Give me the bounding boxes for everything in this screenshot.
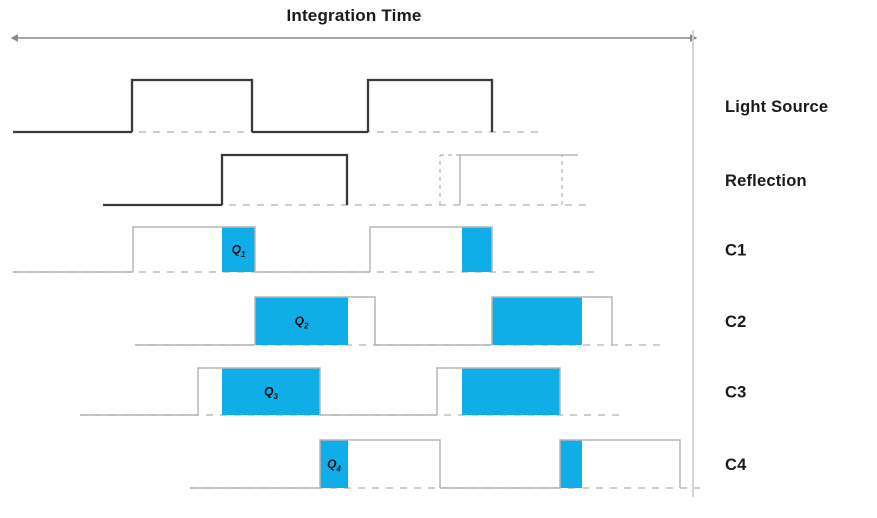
waveform-reflection — [103, 153, 588, 207]
charge-subscript: 4 — [335, 465, 341, 474]
row-label-c1: C1 — [725, 242, 747, 260]
pulse-c4-1 — [559, 439, 681, 488]
waveform-c2: Q2 — [135, 296, 660, 346]
integration-time-axis: Integration Time — [10, 6, 698, 42]
pulse-c1-1 — [369, 226, 493, 272]
row-label-c2: C2 — [725, 313, 747, 331]
charge-bin-c2-0 — [255, 297, 348, 345]
pulse-c2-0 — [254, 296, 376, 345]
pulse-light-source-0 — [130, 78, 254, 132]
pulse-reflection-0 — [220, 153, 349, 205]
charge-bin-c4-0 — [320, 440, 348, 488]
waveform-c4: Q4 — [190, 439, 700, 489]
waveform-c1: Q1 — [13, 226, 600, 273]
pulse-c1-0 — [132, 226, 256, 272]
pulse-c3-0 — [197, 367, 321, 415]
charge-subscript: 3 — [273, 392, 278, 401]
charge-bin-c4-1 — [560, 440, 582, 488]
charge-bin-c1-0 — [222, 227, 255, 272]
row-label-reflection: Reflection — [725, 172, 807, 190]
row-label-c4: C4 — [725, 456, 747, 474]
row-label-c3: C3 — [725, 384, 747, 402]
diagram-title: Integration Time — [286, 6, 421, 25]
charge-bin-c2-1 — [492, 297, 582, 345]
ghost-pulse-reflection-0 — [459, 154, 578, 205]
waveform-light-source — [13, 78, 545, 134]
pulse-c4-0 — [319, 439, 441, 488]
charge-bin-c3-1 — [462, 368, 560, 415]
charge-bin-c1-1 — [462, 227, 492, 272]
pulse-light-source-1 — [366, 78, 494, 132]
waveform-c3: Q3 — [80, 367, 620, 416]
charge-subscript: 2 — [303, 322, 309, 331]
charge-subscript: 1 — [241, 250, 246, 259]
row-label-light-source: Light Source — [725, 98, 828, 116]
pulse-c3-1 — [436, 367, 561, 415]
charge-bin-c3-0 — [222, 368, 320, 415]
pulse-c2-1 — [491, 296, 613, 345]
